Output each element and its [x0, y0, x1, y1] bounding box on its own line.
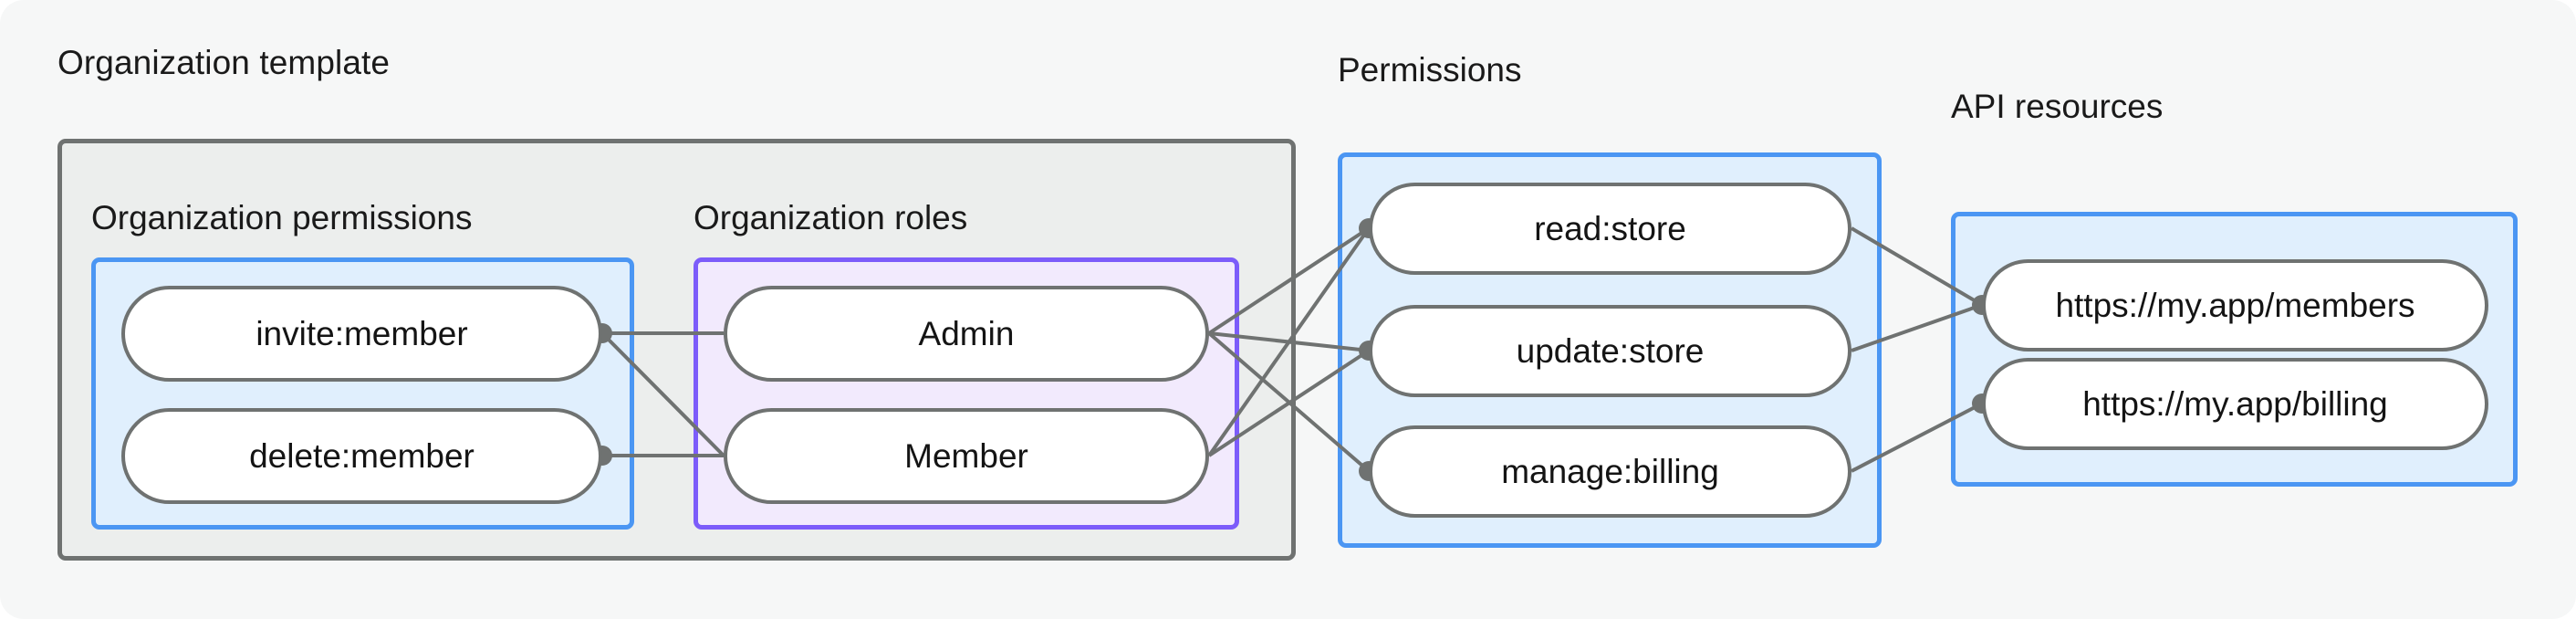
node-admin[interactable]: Admin	[724, 286, 1209, 382]
node-manage-billing[interactable]: manage:billing	[1369, 425, 1851, 518]
node-label-delete-member: delete:member	[249, 436, 475, 475]
node-label-update-store: update:store	[1516, 331, 1705, 370]
node-update-store[interactable]: update:store	[1369, 305, 1851, 397]
node-member[interactable]: Member	[724, 408, 1209, 504]
group-title-api-resources: API resources	[1951, 88, 2164, 125]
group-title-permissions: Permissions	[1338, 51, 1522, 89]
group-title-organization-template: Organization template	[57, 44, 391, 81]
node-url-billing[interactable]: https://my.app/billing	[1982, 358, 2488, 450]
node-invite-member[interactable]: invite:member	[121, 286, 602, 382]
node-label-url-billing: https://my.app/billing	[2082, 384, 2388, 423]
node-label-url-members: https://my.app/members	[2055, 286, 2415, 324]
node-label-read-store: read:store	[1534, 209, 1686, 247]
group-title-organization-permissions: Organization permissions	[91, 199, 473, 236]
node-label-member: Member	[904, 436, 1028, 475]
node-url-members[interactable]: https://my.app/members	[1982, 259, 2488, 351]
node-label-manage-billing: manage:billing	[1501, 452, 1719, 490]
group-title-organization-roles: Organization roles	[694, 199, 968, 236]
node-delete-member[interactable]: delete:member	[121, 408, 602, 504]
node-label-admin: Admin	[918, 314, 1015, 352]
node-read-store[interactable]: read:store	[1369, 183, 1851, 275]
node-label-invite-member: invite:member	[256, 314, 468, 352]
